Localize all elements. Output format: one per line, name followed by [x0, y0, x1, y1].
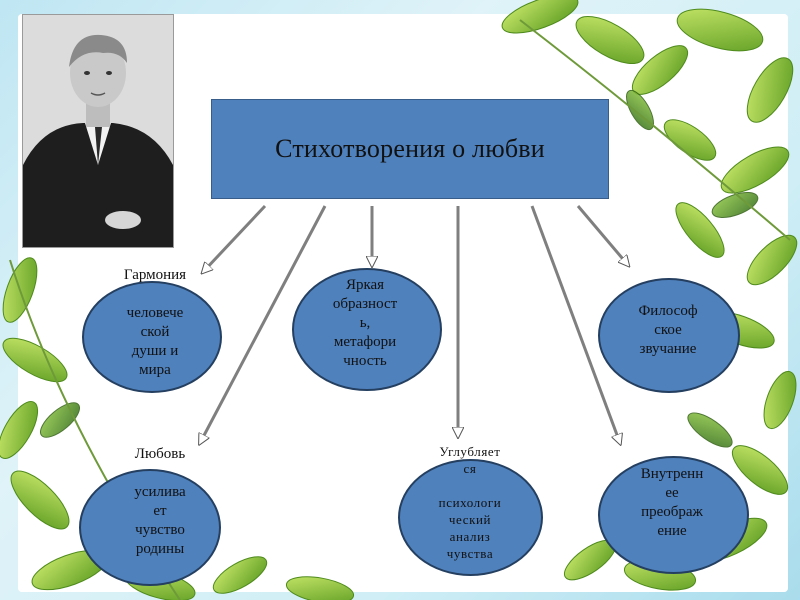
label-love-homeland: Любовь усилива ет чувство родины	[100, 445, 220, 559]
arrow-to-philosophical	[578, 206, 628, 265]
label-psychological: Углубляет ся психологи ческий анализ чув…	[408, 443, 532, 562]
label-philosophical: Философ ское звучание	[608, 302, 728, 359]
arrow-to-harmony	[203, 206, 265, 272]
label-transformation: Внутренн ее преображ ение	[612, 465, 732, 541]
label-imagery: Яркая образност ь, метафори чность	[305, 276, 425, 371]
label-harmony: Гармония человече ской души и мира	[95, 266, 215, 380]
